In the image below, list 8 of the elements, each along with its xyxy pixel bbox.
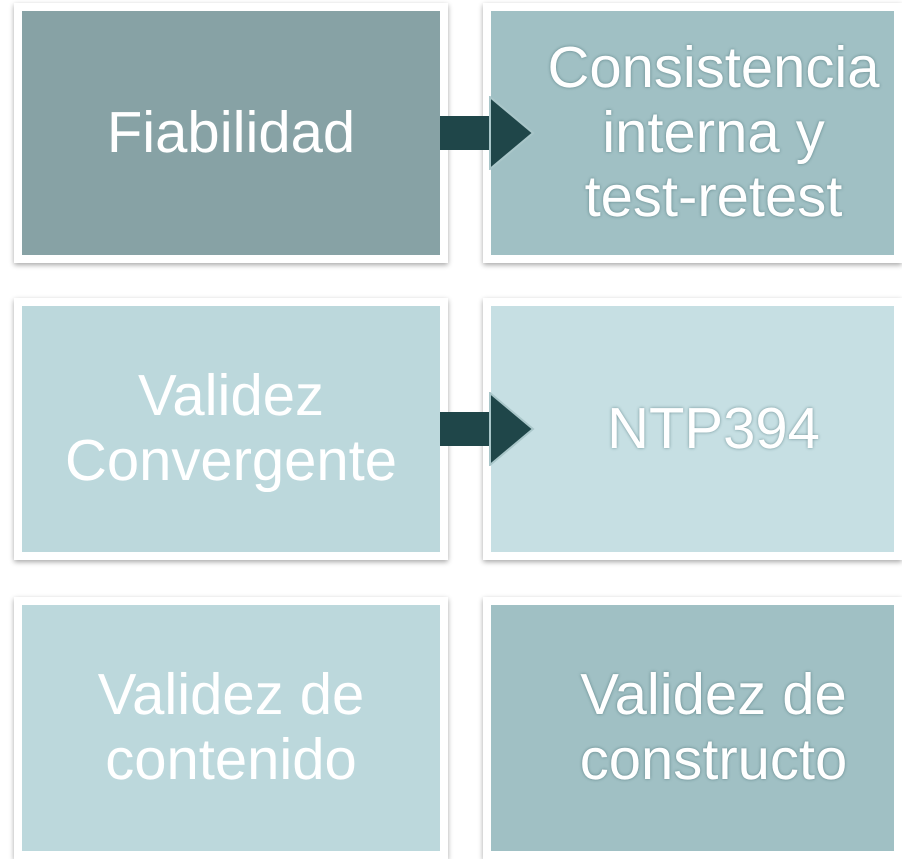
box-label: Validez Convergente <box>64 364 398 494</box>
box-label: Validez de constructo <box>578 663 848 793</box>
box-label: Fiabilidad <box>106 100 356 166</box>
box-label: Validez de contenido <box>96 663 366 793</box>
arrow <box>440 96 534 170</box>
box-label: NTP394 <box>606 396 821 462</box>
box-label: Consistencia interna y test-retest <box>546 36 881 230</box>
arrow <box>440 392 534 466</box>
